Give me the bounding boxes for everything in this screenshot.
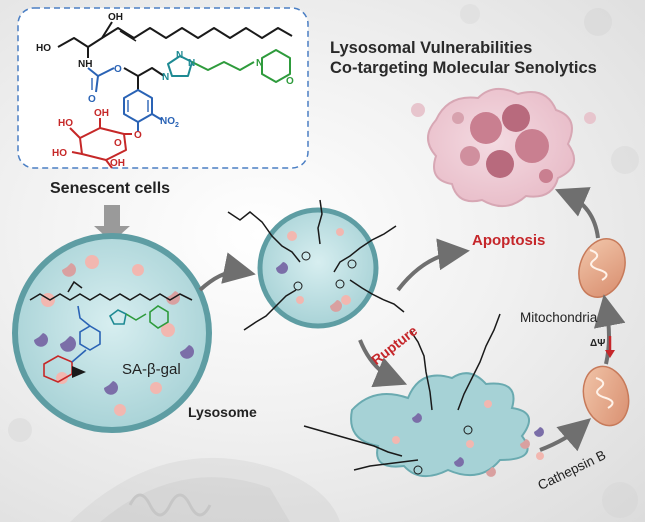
sa-beta-gal-label: SA-β-gal xyxy=(122,361,181,378)
left-lysosome xyxy=(12,233,212,433)
flow-arrows xyxy=(198,187,626,452)
ruptured-lysosome xyxy=(303,313,544,477)
atom-o-morpholine: O xyxy=(286,76,294,87)
atom-n3: N xyxy=(188,58,195,69)
delta-psi-arrow xyxy=(605,336,615,358)
arrow-mito-to-apoptosis xyxy=(554,187,600,239)
molecule-frame xyxy=(17,7,309,169)
atom-n-morpholine: N xyxy=(256,58,263,69)
atom-sugar-oh-3: HO xyxy=(52,148,67,159)
mitochondrion-lower xyxy=(582,365,630,427)
molecule-structure xyxy=(57,21,293,169)
lysosome-label: Lysosome xyxy=(188,404,257,420)
senescent-down-arrow xyxy=(94,205,130,242)
atom-o-ester: O xyxy=(114,64,122,75)
delta-psi-label: ΔΨ xyxy=(590,338,606,349)
senescent-cells-label: Senescent cells xyxy=(50,180,171,197)
title-line-1: Lysosomal Vulnerabilities xyxy=(330,39,533,57)
mitochondria-label: Mitochondria xyxy=(520,310,598,325)
molecule-atoms: OH HO NH O O N N N N O NO2 O HO OH HO OH… xyxy=(36,12,294,169)
atom-n2: N xyxy=(162,72,169,83)
atom-sugar-o: O xyxy=(114,138,122,149)
apoptosis-label: Apoptosis xyxy=(472,232,546,249)
arrow-rupture xyxy=(358,339,408,388)
title-line-2: Co-targeting Molecular Senolytics xyxy=(330,59,597,77)
atom-o-carbonyl: O xyxy=(88,94,96,105)
atom-sugar-oh-2: OH xyxy=(94,108,109,119)
arrow-cathepsin xyxy=(539,418,592,452)
atom-nh: NH xyxy=(78,59,92,70)
apoptotic-cell xyxy=(411,87,596,207)
atom-sugar-oh-4: OH xyxy=(110,158,125,169)
atom-oh-top: OH xyxy=(108,12,123,23)
atom-n1: N xyxy=(176,50,183,61)
central-lysosome xyxy=(227,199,405,331)
figure-title: Lysosomal Vulnerabilities Co-targeting M… xyxy=(330,38,597,78)
atom-sugar-oh-1: HO xyxy=(58,118,73,129)
mitochondrion-upper xyxy=(578,238,626,298)
arrow-to-apoptosis xyxy=(396,238,470,292)
atom-no2: NO2 xyxy=(160,116,179,129)
background-decoration xyxy=(8,4,639,522)
atom-o-glycoside: O xyxy=(134,130,142,141)
atom-ho-left: HO xyxy=(36,43,51,54)
arrow-to-central-lysosome xyxy=(198,252,256,292)
